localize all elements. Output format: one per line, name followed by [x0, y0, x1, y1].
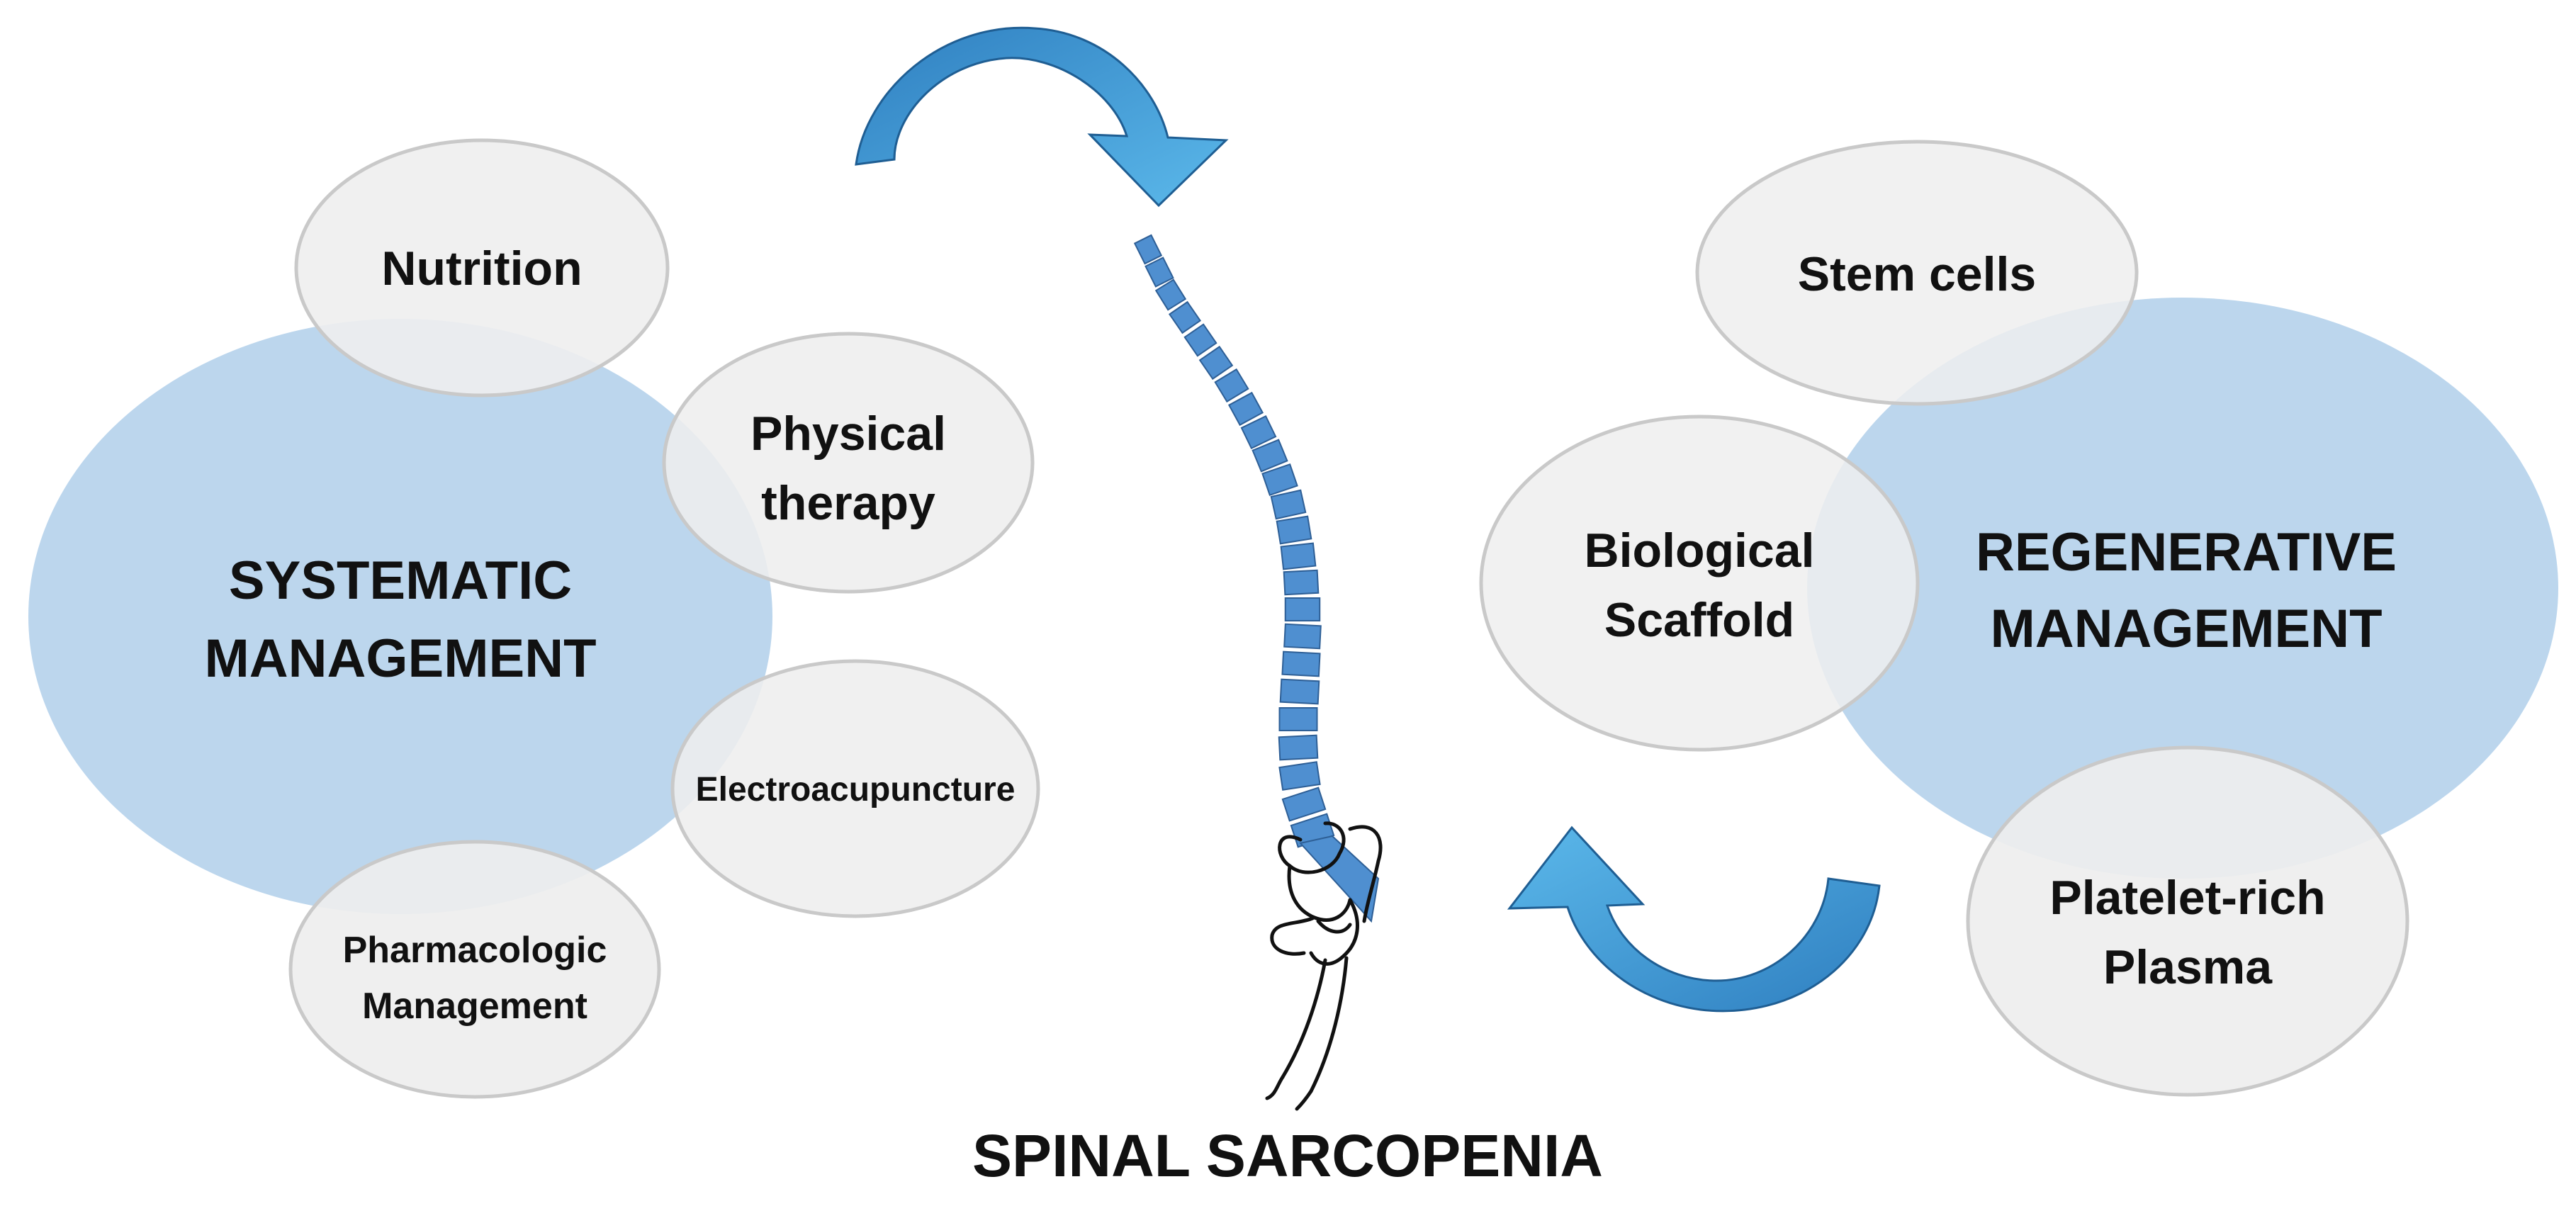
vertebra — [1133, 234, 1163, 265]
stem-cells-label: Stem cells — [1798, 247, 2036, 301]
biological-scaffold-line2: Scaffold — [1604, 593, 1794, 647]
vertebra — [1278, 734, 1319, 761]
systematic-title-line2: MANAGEMENT — [204, 629, 596, 689]
systematic-management-group: SYSTEMATIC MANAGEMENT Nutrition Physical… — [28, 138, 1040, 1099]
platelet-rich-plasma-line2: Plasma — [2103, 940, 2273, 994]
physical-therapy-line2: therapy — [761, 476, 935, 530]
vertebra — [1283, 569, 1320, 596]
sacrum — [1299, 835, 1380, 923]
physical-therapy-line1: Physical — [750, 407, 946, 461]
vertebra — [1278, 707, 1318, 731]
vertebra — [1227, 391, 1264, 427]
nutrition-label: Nutrition — [381, 242, 582, 295]
electroacupuncture-ellipse — [670, 659, 1040, 918]
regenerative-title-line1: REGENERATIVE — [1976, 522, 2397, 582]
regenerative-title-line2: MANAGEMENT — [1990, 599, 2382, 659]
electroacupuncture-label: Electroacupuncture — [696, 771, 1016, 808]
curved-arrow-up-left-icon — [1507, 825, 1881, 1013]
vertebra — [1214, 368, 1249, 403]
physical-therapy-ellipse — [662, 332, 1035, 594]
nutrition-node: Nutrition — [294, 138, 670, 398]
vertebra — [1261, 463, 1298, 497]
vertebra — [1278, 761, 1321, 791]
regenerative-management-group: REGENERATIVE MANAGEMENT Stem cells Biolo… — [1479, 140, 2558, 1097]
platelet-rich-plasma-node: Platelet-rich Plasma — [1966, 745, 2409, 1097]
pharmacologic-line2: Management — [362, 986, 587, 1027]
pharmacologic-ellipse — [288, 840, 661, 1099]
electroacupuncture-node: Electroacupuncture — [670, 659, 1040, 918]
vertebra — [1198, 345, 1234, 381]
vertebra — [1154, 278, 1187, 311]
vertebra — [1284, 597, 1321, 621]
biological-scaffold-line1: Biological — [1585, 524, 1815, 577]
spine-icon — [1133, 234, 1380, 923]
physical-therapy-node: Physical therapy — [662, 332, 1035, 594]
pharmacologic-node: Pharmacologic Management — [288, 840, 661, 1099]
curved-arrow-down-right-icon — [855, 26, 1229, 208]
vertebra — [1281, 787, 1327, 822]
platelet-rich-plasma-line1: Platelet-rich — [2049, 871, 2325, 925]
pelvis-femur-icon — [1265, 821, 1383, 1111]
platelet-rich-plasma-ellipse — [1966, 745, 2409, 1097]
nutrition-ellipse — [294, 138, 670, 398]
pharmacologic-line1: Pharmacologic — [343, 930, 607, 971]
vertebra — [1281, 650, 1321, 677]
vertebra — [1240, 415, 1277, 450]
systematic-title-line1: SYSTEMATIC — [229, 551, 572, 611]
stem-cells-node: Stem cells — [1695, 140, 2139, 406]
biological-scaffold-node: Biological Scaffold — [1479, 415, 1920, 752]
stem-cells-ellipse — [1695, 140, 2139, 406]
regenerative-management-ellipse — [1807, 298, 2558, 879]
biological-scaffold-ellipse — [1479, 415, 1920, 752]
vertebra — [1280, 542, 1317, 570]
spinal-sarcopenia-title: SPINAL SARCOPENIA — [972, 1122, 1603, 1189]
vertebra — [1283, 623, 1322, 650]
vertebra — [1168, 300, 1202, 334]
vertebra — [1276, 515, 1312, 545]
vertebra — [1279, 678, 1320, 705]
vertebra — [1270, 489, 1307, 520]
vertebra — [1252, 439, 1288, 473]
systematic-management-ellipse — [28, 319, 772, 914]
vertebra — [1144, 257, 1174, 288]
vertebra — [1183, 323, 1217, 357]
